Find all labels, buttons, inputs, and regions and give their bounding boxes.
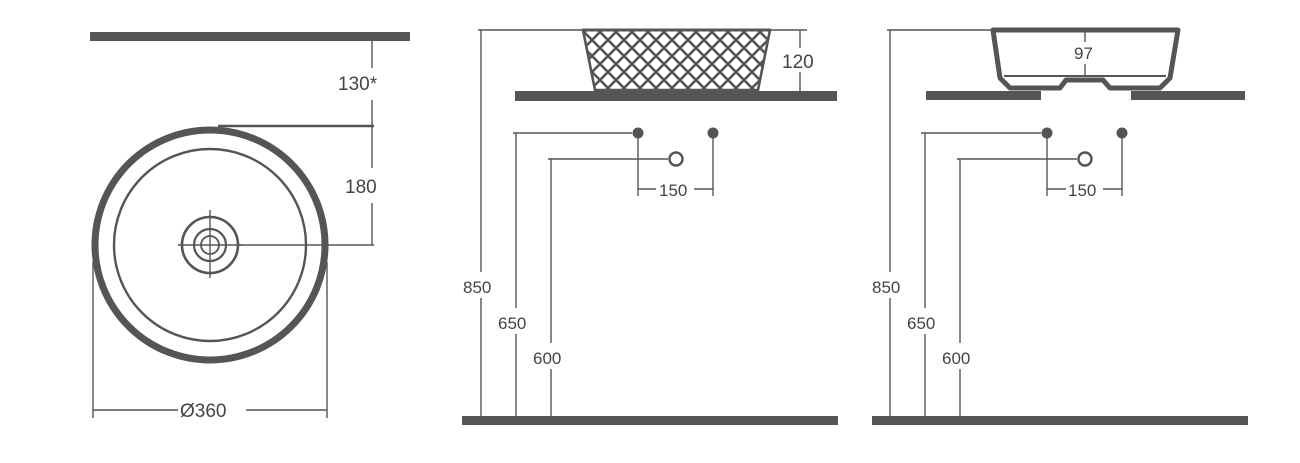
drain-icon: [178, 210, 242, 278]
dim-label-basin-depth: 97: [1074, 44, 1093, 63]
basin-front-profile: [581, 28, 772, 92]
plan-view: 130* 180 Ø360: [90, 32, 410, 422]
valve-left-icon: [632, 127, 644, 139]
drain-outlet-icon-side: [1077, 151, 1093, 167]
countertop-top-edge: [90, 32, 410, 41]
floor-line-side: [872, 416, 1248, 425]
basin-outer-rim: [91, 126, 329, 364]
dim-label-600: 600: [533, 349, 561, 368]
valve-left-icon-side: [1041, 127, 1053, 139]
front-view: 120 150 850 650 600: [462, 28, 838, 425]
valve-right-icon: [707, 127, 719, 139]
dim-label-valve-spacing-side: 150: [1068, 181, 1096, 200]
dim-label-valve-spacing: 150: [659, 181, 687, 200]
countertop-front: [515, 91, 837, 101]
dim-label-height-above: 130*: [338, 74, 378, 95]
dim-label-diameter: Ø360: [180, 401, 226, 422]
countertop-side-left: [926, 91, 1041, 100]
dim-label-600-side: 600: [942, 349, 970, 368]
dim-label-center-offset: 180: [345, 177, 377, 198]
dim-label-650: 650: [498, 314, 526, 333]
basin-inner-bowl: [112, 147, 308, 343]
dim-label-basin-height: 120: [782, 52, 814, 73]
dim-label-850: 850: [463, 278, 491, 297]
dim-label-650-side: 650: [907, 314, 935, 333]
countertop-side-right: [1131, 91, 1245, 100]
side-view: 97 150 850 650 600: [872, 27, 1248, 425]
valve-right-icon-side: [1116, 127, 1128, 139]
floor-line-front: [462, 416, 838, 425]
dim-label-850-side: 850: [872, 278, 900, 297]
drain-outlet-icon: [668, 151, 684, 167]
